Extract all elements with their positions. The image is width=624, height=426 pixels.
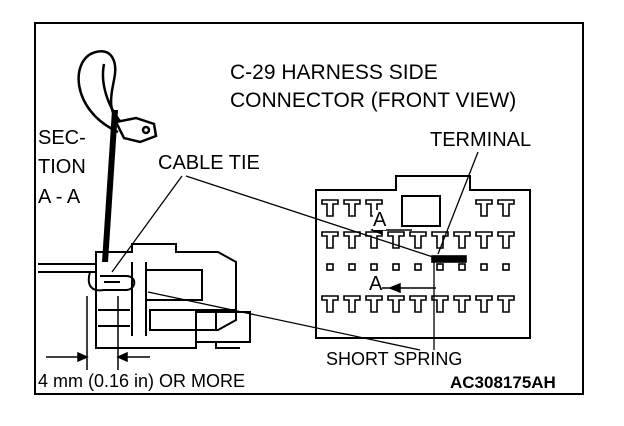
terminal-pins [321,199,515,313]
pin-cavity [436,263,444,271]
short-spring-label: SHORT SPRING [326,349,463,369]
section-label-line-2: TION [38,156,86,178]
terminal-pin [475,199,493,217]
terminal-label: TERMINAL [430,129,532,151]
terminal-pin [453,295,471,313]
measurement-label: 4 mm (0.16 in) OR MORE [38,371,246,391]
cable-tie-label: CABLE TIE [158,152,260,174]
pin-cavity [392,263,400,271]
section-a-a-drawing [38,243,251,349]
terminal-pin [497,231,515,249]
terminal-pin [321,231,339,249]
terminal-pin [497,295,515,313]
short-spring-bar [431,255,467,263]
terminal-pin [321,295,339,313]
section-marker-bottom: A [369,273,383,295]
terminal-pin [431,231,449,249]
terminal-pin [343,231,361,249]
terminal-pin [497,199,515,217]
section-label-line-3: A - A [38,186,81,208]
diagram-frame [34,22,584,395]
terminal-pin [387,231,405,249]
section-wedge [102,110,118,262]
terminal-pin [409,295,427,313]
section-label-line-1: SEC- [38,127,86,149]
terminal-pin [475,231,493,249]
figure-code: AC308175AH [450,373,556,392]
title-line-2: CONNECTOR (FRONT VIEW) [230,89,517,112]
section-marker-top: A [373,209,387,231]
title-line-1: C-29 HARNESS SIDE [230,61,438,84]
leader-lines [111,151,479,351]
pin-cavity [458,263,466,271]
terminal-pin [475,295,493,313]
section-arrows [369,224,436,294]
terminal-pin [453,231,471,249]
pin-cavity [326,263,334,271]
front-view-connector [315,175,531,339]
pin-cavity [502,263,510,271]
terminal-pin [387,295,405,313]
pin-cavity [370,263,378,271]
terminal-pin [343,199,361,217]
dimension-marks [46,296,150,370]
terminal-pin [365,295,383,313]
terminal-pin [321,199,339,217]
terminal-pin [343,295,361,313]
terminal-pin [409,231,427,249]
pin-cavity [414,263,422,271]
pin-cavity [480,263,488,271]
pin-cavity [348,263,356,271]
cable-tie-drawing [77,50,158,144]
